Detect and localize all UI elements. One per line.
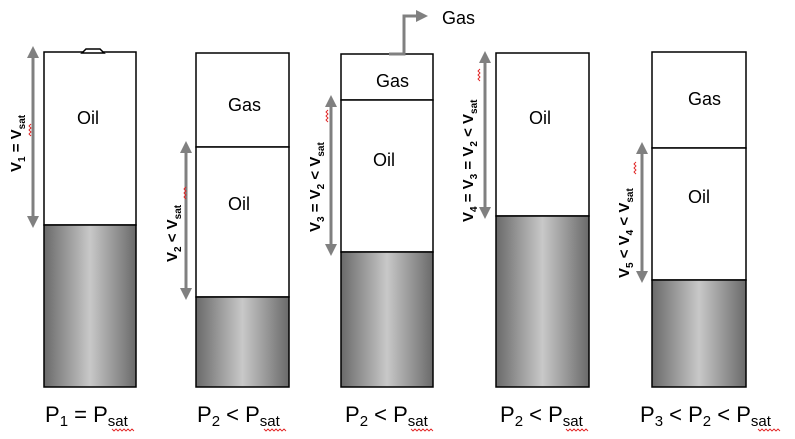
cell-5-volume-label: V5 < V4 < Vsat: [616, 188, 636, 278]
cell-5-pressure-label: P3 < P2 < Psat: [640, 402, 772, 430]
cell-4-volume-label: V4 = V3 = V2 < Vsat: [460, 99, 480, 222]
cell-1-volume-label: V1 = Vsat: [8, 114, 28, 172]
gas-outlet-label: Gas: [442, 8, 475, 28]
cell-2-gas-label: Gas: [228, 95, 261, 115]
cell-5-gas-zone: [651, 51, 747, 149]
cell-5: Gas Oil V5 < V4 < Vsat P3 < P2 < Psat: [616, 51, 772, 430]
cell-1: Oil V1 = Vsat P1 = Psat: [8, 46, 137, 430]
cell-4-pressure-label: P2 < Psat: [500, 402, 584, 430]
cell-5-oil-label: Oil: [688, 187, 710, 207]
cell-5-oil-zone: [651, 147, 747, 281]
cell-2-oil-zone: [195, 146, 290, 298]
cell-4-oil-label: Oil: [529, 108, 551, 128]
cell-3-pressure-label: P2 < Psat: [345, 402, 429, 430]
cell-5-gas-label: Gas: [688, 89, 721, 109]
cell-3-gas-label: Gas: [376, 71, 409, 91]
cell-1-cap: [80, 48, 106, 54]
cell-3-gas-zone: [340, 53, 434, 101]
cell-5-piston: [651, 279, 747, 388]
cell-3-piston: [340, 251, 434, 388]
gas-outlet-line: [389, 10, 428, 56]
cell-4-oil-zone: [495, 52, 590, 217]
cell-1-oil-zone: [43, 51, 137, 226]
cell-3-oil-label: Oil: [373, 150, 395, 170]
cell-2: Gas Oil V2 < Vsat P2 < Psat: [164, 52, 290, 430]
spellcheck-marks: [111, 428, 781, 432]
cell-3: Gas Oil Gas V3 = V2 < Vsat P2 < Psat: [307, 8, 475, 430]
cell-4-piston: [495, 215, 590, 388]
cell-1-pressure-label: P1 = Psat: [45, 402, 129, 430]
cell-3-volume-label: V3 = V2 < Vsat: [307, 142, 327, 232]
cell-2-piston: [195, 296, 290, 388]
cell-2-volume-label: V2 < Vsat: [164, 204, 184, 262]
cell-3-oil-zone: [340, 99, 434, 253]
cell-1-oil-label: Oil: [77, 108, 99, 128]
cell-2-oil-label: Oil: [228, 194, 250, 214]
cell-4: Oil V4 = V3 = V2 < Vsat P2 < Psat: [460, 51, 590, 430]
cell-2-pressure-label: P2 < Psat: [197, 402, 281, 430]
cell-1-piston: [43, 224, 137, 388]
